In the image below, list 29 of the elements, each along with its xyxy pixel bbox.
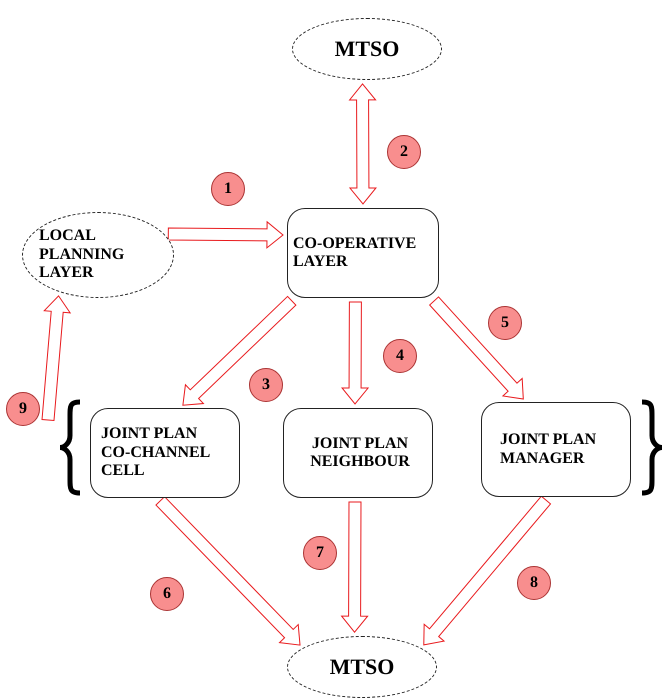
arrow — [168, 220, 284, 249]
node-label: LOCAL PLANNING LAYER — [39, 227, 126, 283]
arrow — [340, 501, 369, 633]
callout-number: 3 — [249, 368, 283, 402]
callout-number: 1 — [211, 172, 245, 206]
rounded-box — [90, 408, 240, 498]
arrow — [41, 295, 72, 422]
callout-number: 2 — [387, 135, 421, 169]
rounded-box — [283, 408, 433, 498]
arrow — [341, 301, 370, 405]
callout-number: 7 — [303, 536, 337, 570]
callout-number: 4 — [383, 339, 417, 373]
node-label: MTSO — [334, 36, 400, 62]
callout-number: 9 — [6, 392, 40, 426]
callout-number: 6 — [150, 577, 184, 611]
rounded-box — [481, 402, 631, 497]
arrow — [428, 296, 524, 400]
rounded-box — [287, 208, 439, 298]
node-label: MTSO — [330, 654, 394, 680]
arrow — [155, 496, 301, 646]
callout-number: 8 — [517, 566, 551, 600]
arrow — [348, 83, 377, 205]
node-label: JOINT PLAN NEIGHBOUR — [309, 434, 411, 472]
node-label: JOINT PLAN MANAGER — [500, 431, 598, 468]
arrow — [423, 495, 552, 646]
arrow — [182, 296, 297, 406]
node-label: JOINT PLAN CO-CHANNEL CELL — [101, 425, 211, 481]
callout-number: 5 — [488, 306, 522, 340]
node-label: CO-OPERATIVE LAYER — [293, 234, 418, 272]
